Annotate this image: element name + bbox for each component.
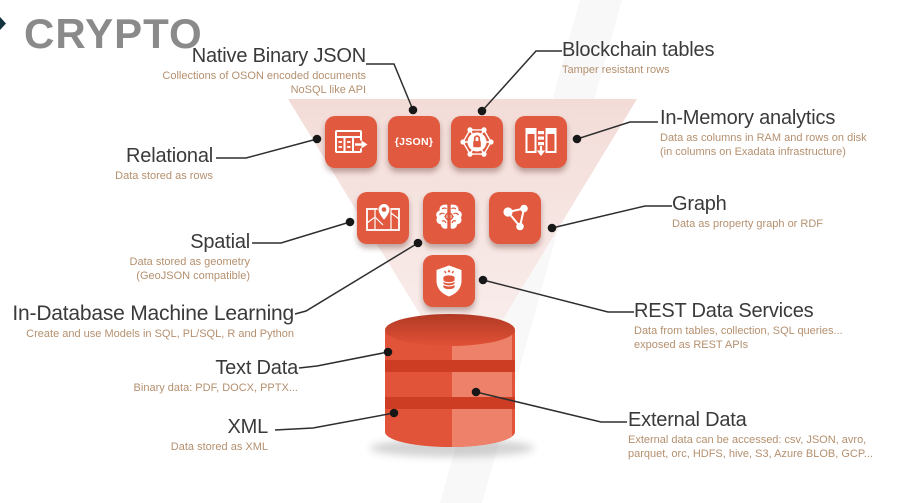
json-braces-icon: {JSON} [388,116,440,168]
label-graph: Graph Data as property graph or RDF [672,193,823,231]
feature-subtitle: External data can be accessed: csv, JSON… [628,434,873,461]
feature-title: Graph [672,193,727,215]
spatial-map-pin-icon [357,192,409,244]
database-cylinder [370,314,534,457]
feature-title: Spatial [190,231,250,253]
label-in-database-machine-learning: In-Database Machine Learning Create and … [12,302,294,341]
feature-subtitle: Create and use Models in SQL, PL/SQL, R … [26,328,294,341]
corner-accent-mark [0,17,6,30]
feature-title: Native Binary JSON [191,45,366,67]
feature-subtitle: Data as property graph or RDF [672,218,824,230]
label-spatial: Spatial Data stored as geometry (GeoJSON… [129,231,251,284]
rest-shield-database-icon [423,255,475,307]
feature-title: REST Data Services [634,300,814,322]
feature-subtitle: Data from tables, collection, SQL querie… [634,325,843,352]
feature-subtitle: Binary data: PDF, DOCX, PPTX... [133,382,298,394]
feature-subtitle: Collections of OSON encoded documents No… [162,70,366,97]
label-external-data: External Data External data can be acces… [628,409,873,462]
label-rest-data-services: REST Data Services Data from tables, col… [634,300,843,353]
blockchain-gear-lock-icon [451,116,503,168]
label-text-data: Text Data Binary data: PDF, DOCX, PPTX..… [133,357,299,395]
feature-title: Blockchain tables [562,39,715,61]
inmemory-columns-icon [515,116,567,168]
crypto-logo: CRYPTO [24,10,203,57]
machine-learning-brain-icon [423,192,475,244]
feature-subtitle: Tamper resistant rows [562,64,670,76]
label-blockchain-tables: Blockchain tables Tamper resistant rows [562,39,714,77]
label-inmemory-analytics: In-Memory analytics Data as columns in R… [660,107,867,160]
feature-title: Relational [126,145,213,167]
feature-title: In-Memory analytics [660,107,836,129]
label-xml: XML Data stored as XML [171,416,268,454]
graph-nodes-icon [489,192,541,244]
json-icon-label: {JSON} [394,136,434,148]
feature-title: Text Data [215,357,298,379]
label-native-binary-json: Native Binary JSON Collections of OSON e… [162,45,366,98]
feature-subtitle: Data stored as geometry (GeoJSON compati… [129,256,250,283]
feature-subtitle: Data stored as rows [115,170,213,182]
feature-title: In-Database Machine Learning [12,302,294,325]
feature-subtitle: Data as columns in RAM and rows on disk … [660,132,867,159]
feature-title: XML [227,416,268,438]
relational-table-icon [325,116,377,168]
feature-title: External Data [628,409,747,431]
feature-subtitle: Data stored as XML [170,441,268,453]
label-relational: Relational Data stored as rows [115,145,213,183]
